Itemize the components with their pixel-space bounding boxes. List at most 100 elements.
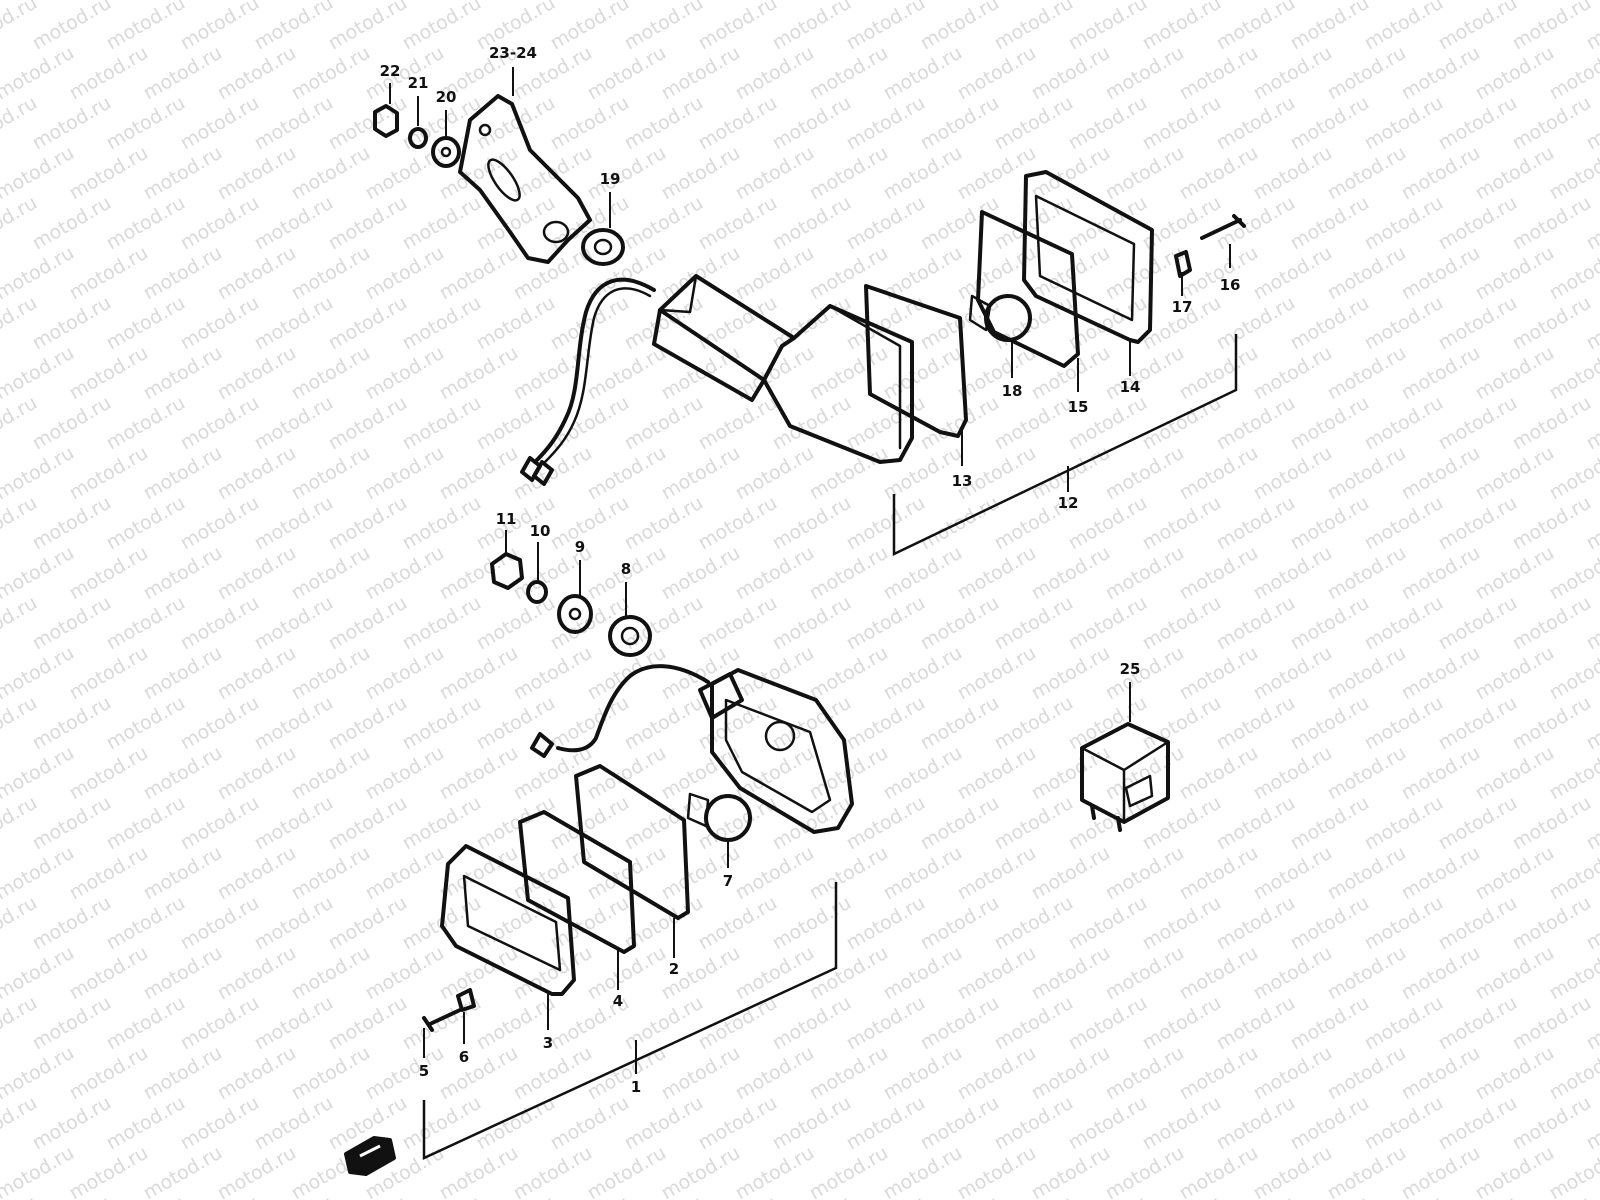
watermark-text: motod.ru	[547, 92, 633, 155]
watermark-text: motod.ru	[954, 1042, 1040, 1105]
watermark-text: motod.ru	[214, 42, 300, 105]
watermark-text: motod.ru	[1324, 242, 1410, 305]
watermark-text: motod.ru	[806, 942, 892, 1005]
watermark-text: motod.ru	[1324, 442, 1410, 505]
watermark-text: motod.ru	[1324, 842, 1410, 905]
callout-4: 4	[613, 992, 623, 1010]
watermark-text: motod.ru	[1250, 942, 1336, 1005]
watermark-text: motod.ru	[695, 0, 781, 54]
watermark-text: motod.ru	[1102, 742, 1188, 805]
watermark-text: motod.ru	[732, 1042, 818, 1105]
callout-3: 3	[543, 1034, 553, 1052]
screw-head	[1232, 214, 1246, 228]
watermark-text: motod.ru	[954, 42, 1040, 105]
callout-16: 16	[1220, 276, 1241, 294]
watermark-text: motod.ru	[1213, 292, 1299, 355]
watermark-text: motod.ru	[806, 842, 892, 905]
signal-stem	[698, 672, 744, 720]
watermark-text: motod.ru	[1287, 292, 1373, 355]
watermark-text: motod.ru	[251, 592, 337, 655]
watermark-text: motod.ru	[1361, 792, 1447, 855]
watermark-text: motod.ru	[66, 442, 152, 505]
watermark-text: motod.ru	[214, 942, 300, 1005]
callout-11: 11	[496, 510, 517, 528]
callout-6: 6	[459, 1048, 469, 1066]
wire-harness-second	[543, 287, 652, 464]
watermark-text: motod.ru	[436, 742, 522, 805]
watermark-text: motod.ru	[325, 792, 411, 855]
watermark-text: motod.ru	[991, 292, 1077, 355]
watermark-text: motod.ru	[1361, 692, 1447, 755]
watermark-text: motod.ru	[1435, 392, 1521, 455]
watermark-text: motod.ru	[695, 1092, 781, 1155]
callout-8: 8	[621, 560, 631, 578]
watermark-text: motod.ru	[1509, 492, 1595, 555]
watermark-text: motod.ru	[1102, 942, 1188, 1005]
watermark-text: motod.ru	[621, 0, 707, 54]
screw-washer-part	[456, 988, 476, 1012]
callout-25: 25	[1120, 660, 1141, 678]
watermark-text: motod.ru	[473, 292, 559, 355]
watermark-text: motod.ru	[29, 692, 115, 755]
watermark-text: motod.ru	[251, 1092, 337, 1155]
watermark-text: motod.ru	[399, 592, 485, 655]
watermark-text: motod.ru	[1213, 392, 1299, 455]
callout-19: 19	[600, 170, 621, 188]
watermark-text: motod.ru	[177, 792, 263, 855]
callout-14: 14	[1120, 378, 1141, 396]
watermark-text: motod.ru	[843, 692, 929, 755]
watermark-text: motod.ru	[695, 592, 781, 655]
watermark-text: motod.ru	[103, 992, 189, 1055]
signal-housing	[710, 668, 854, 834]
watermark-text: motod.ru	[695, 392, 781, 455]
watermark-text: motod.ru	[769, 0, 855, 54]
watermark-text: motod.ru	[1102, 42, 1188, 105]
watermark-text: motod.ru	[1028, 742, 1114, 805]
watermark-text: motod.ru	[1324, 42, 1410, 105]
watermark-text: motod.ru	[1324, 1142, 1410, 1200]
callout-labels: 22 21 20 23-24 19 16 17 14 15 18 13 12 1…	[380, 44, 1241, 1096]
watermark-text: motod.ru	[103, 392, 189, 455]
cushion-part	[581, 228, 625, 266]
watermark-text: motod.ru	[1139, 0, 1225, 54]
watermark-text: motod.ru	[1065, 0, 1151, 54]
cushion-part	[608, 615, 652, 657]
watermark-text: motod.ru	[1398, 242, 1484, 305]
watermark-text: motod.ru	[103, 792, 189, 855]
watermark-text: motod.ru	[917, 1092, 1003, 1155]
watermark-text: motod.ru	[917, 792, 1003, 855]
lens-inner	[462, 874, 562, 972]
watermark-text: motod.ru	[621, 492, 707, 555]
watermark-text: motod.ru	[251, 692, 337, 755]
watermark-text: motod.ru	[473, 792, 559, 855]
watermark-text: motod.ru	[1509, 192, 1595, 255]
watermark-text: motod.ru	[325, 0, 411, 54]
watermark-text: motod.ru	[1287, 592, 1373, 655]
watermark-text: motod.ru	[362, 642, 448, 705]
watermark-text: motod.ru	[288, 42, 374, 105]
watermark-text: motod.ru	[140, 42, 226, 105]
watermark-text: motod.ru	[1176, 342, 1262, 405]
watermark-text: motod.ru	[1213, 192, 1299, 255]
wire-terminal	[530, 732, 554, 758]
watermark-text: motod.ru	[1509, 892, 1595, 955]
watermark-text: motod.ru	[843, 492, 929, 555]
watermark-text: motod.ru	[1176, 742, 1262, 805]
watermark-text: motod.ru	[1250, 142, 1336, 205]
watermark-text: motod.ru	[880, 1142, 966, 1200]
watermark-text: motod.ru	[214, 642, 300, 705]
spring-washer-part	[408, 127, 428, 149]
watermark-text: motod.ru	[1435, 992, 1521, 1055]
watermark-text: motod.ru	[1509, 1092, 1595, 1155]
watermark-text: motod.ru	[1324, 542, 1410, 605]
watermark-text: motod.ru	[1398, 342, 1484, 405]
watermark-text: motod.ru	[991, 1092, 1077, 1155]
watermark-text: motod.ru	[658, 1042, 744, 1105]
watermark-text: motod.ru	[66, 142, 152, 205]
screw-head	[422, 1016, 434, 1032]
watermark-text: motod.ru	[1398, 742, 1484, 805]
watermark-text: motod.ru	[510, 642, 596, 705]
watermark-text: motod.ru	[1509, 992, 1595, 1055]
watermark-text: motod.ru	[140, 842, 226, 905]
watermark-text: motod.ru	[1472, 442, 1558, 505]
